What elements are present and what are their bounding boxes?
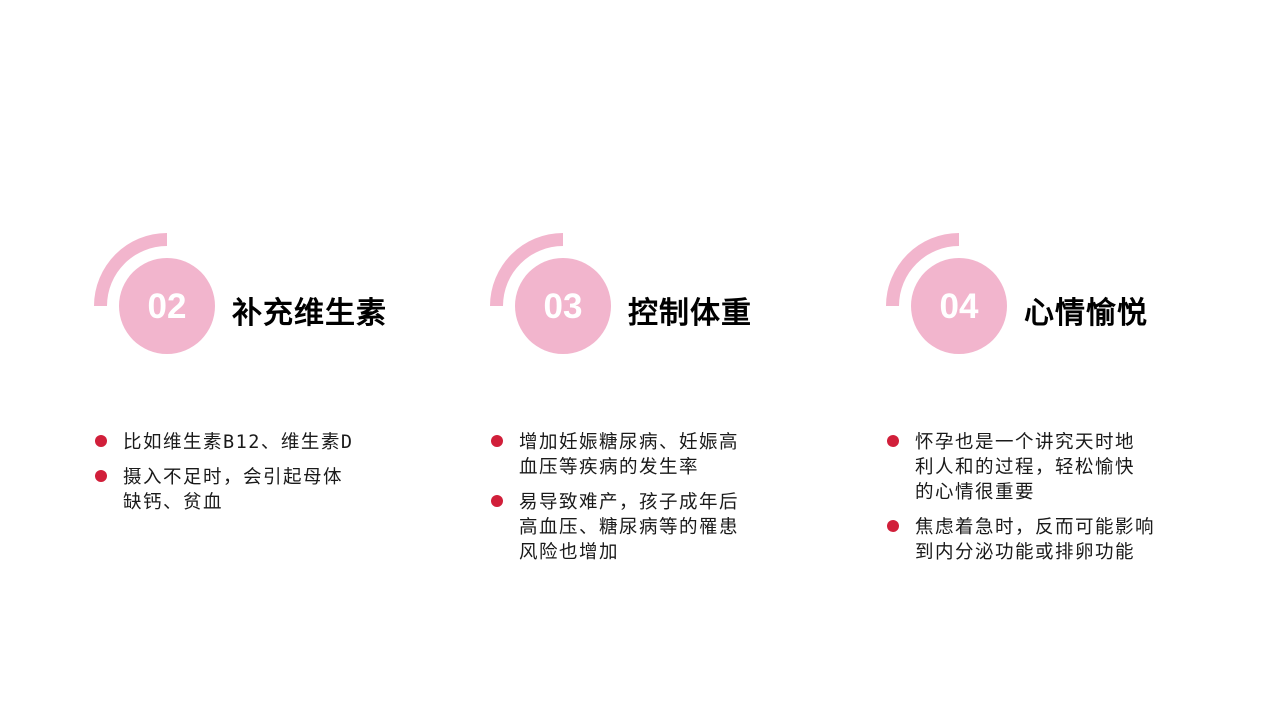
number-label: 02: [147, 287, 187, 326]
section-card-04: 04 心情愉悦 怀孕也是一个讲究天时地 利人和的过程，轻松愉快 的心情很重要 焦…: [886, 0, 1266, 720]
bullet-dot-icon: [491, 435, 503, 447]
bullet-text: 比如维生素B12、维生素D: [123, 432, 354, 453]
section-title: 控制体重: [628, 296, 752, 331]
bullet-list: 比如维生素B12、维生素D 摄入不足时，会引起母体 缺钙、贫血: [94, 430, 414, 525]
number-badge: 03: [515, 258, 611, 354]
section-card-03: 03 控制体重 增加妊娠糖尿病、妊娠高 血压等疾病的发生率 易导致难产，孩子成年…: [490, 0, 870, 720]
number-badge: 04: [911, 258, 1007, 354]
bullet-dot-icon: [887, 520, 899, 532]
bullet-item: 焦虑着急时，反而可能影响 到内分泌功能或排卵功能: [886, 515, 1206, 565]
number-label: 03: [543, 287, 583, 326]
bullet-text: 焦虑着急时，反而可能影响 到内分泌功能或排卵功能: [915, 517, 1156, 563]
bullet-list: 增加妊娠糖尿病、妊娠高 血压等疾病的发生率 易导致难产，孩子成年后 高血压、糖尿…: [490, 430, 810, 575]
section-title: 心情愉悦: [1024, 296, 1148, 331]
bullet-item: 怀孕也是一个讲究天时地 利人和的过程，轻松愉快 的心情很重要: [886, 430, 1206, 505]
bullet-list: 怀孕也是一个讲究天时地 利人和的过程，轻松愉快 的心情很重要 焦虑着急时，反而可…: [886, 430, 1206, 575]
bullet-item: 比如维生素B12、维生素D: [94, 430, 414, 455]
bullet-item: 摄入不足时，会引起母体 缺钙、贫血: [94, 465, 414, 515]
section-title: 补充维生素: [232, 296, 387, 331]
section-card-02: 02 补充维生素 比如维生素B12、维生素D 摄入不足时，会引起母体 缺钙、贫血: [94, 0, 474, 720]
bullet-dot-icon: [491, 495, 503, 507]
bullet-text: 怀孕也是一个讲究天时地 利人和的过程，轻松愉快 的心情很重要: [915, 432, 1136, 503]
bullet-text: 摄入不足时，会引起母体 缺钙、贫血: [123, 467, 344, 513]
bullet-dot-icon: [95, 435, 107, 447]
bullet-item: 增加妊娠糖尿病、妊娠高 血压等疾病的发生率: [490, 430, 810, 480]
bullet-text: 易导致难产，孩子成年后 高血压、糖尿病等的罹患 风险也增加: [519, 492, 740, 563]
bullet-item: 易导致难产，孩子成年后 高血压、糖尿病等的罹患 风险也增加: [490, 490, 810, 565]
number-badge: 02: [119, 258, 215, 354]
bullet-dot-icon: [887, 435, 899, 447]
bullet-dot-icon: [95, 470, 107, 482]
bullet-text: 增加妊娠糖尿病、妊娠高 血压等疾病的发生率: [519, 432, 740, 478]
number-label: 04: [939, 287, 979, 326]
